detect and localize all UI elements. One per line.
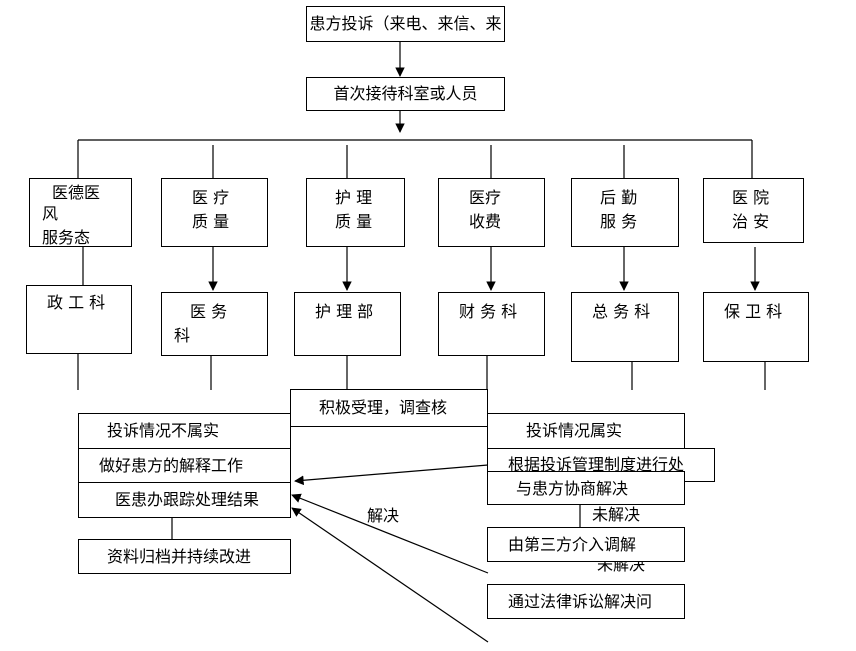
accept-investigate-text: 积极受理，调查核: [319, 398, 448, 417]
third-party-text: 由第三方介入调解: [508, 535, 637, 554]
edge-lawsuit-to-track: [291, 507, 489, 643]
dept-security-box: 医 院 治 安: [703, 178, 804, 243]
office-political-text: 政 工 科: [47, 293, 106, 312]
explain-text: 做好患方的解释工作: [99, 456, 244, 475]
dept-nursing-quality-line1: 护 理: [335, 188, 373, 207]
lawsuit-box: 通过法律诉讼解决问: [487, 584, 685, 619]
dept-logistics-line1: 后 勤: [600, 188, 638, 207]
label-unresolved-1: 未解决: [592, 505, 641, 524]
edge-handle-to-explain: [294, 464, 489, 486]
lawsuit-text: 通过法律诉讼解决问: [508, 592, 653, 611]
office-finance-box: 财 务 科: [438, 292, 545, 356]
true-text: 投诉情况属实: [526, 421, 623, 440]
complaint-source-text: 患方投诉（来电、来信、来: [309, 13, 502, 33]
dept-medical-fees-line1: 医疗: [469, 188, 502, 207]
complaint-source-box: 患方投诉（来电、来信、来: [306, 6, 505, 42]
label-unresolved-2: 未解决: [597, 555, 646, 574]
dept-medical-ethics-box: 医德医 风 服务态: [29, 178, 132, 247]
dept-security-line1: 医 院: [732, 188, 770, 207]
dept-medical-quality-box: 医 疗 质 量: [161, 178, 268, 247]
office-general-affairs-text: 总 务 科: [592, 302, 651, 321]
dept-nursing-quality-line2: 质 量: [335, 212, 373, 231]
dept-nursing-quality-box: 护 理 质 量: [306, 178, 405, 247]
negotiate-box: 与患方协商解决: [487, 471, 685, 505]
not-true-text: 投诉情况不属实: [107, 421, 220, 440]
first-reception-text: 首次接待科室或人员: [333, 83, 478, 103]
dept-medical-ethics-line3: 服务态: [42, 228, 91, 247]
first-reception-box: 首次接待科室或人员: [306, 77, 505, 111]
true-box: 投诉情况属实: [487, 413, 685, 449]
dept-logistics-box: 后 勤 服 务: [571, 178, 679, 247]
office-political-box: 政 工 科: [26, 285, 132, 354]
office-medical-affairs-line2: 科: [174, 326, 191, 345]
office-finance-text: 财 务 科: [459, 302, 518, 321]
dept-medical-ethics-line1: 医德医: [52, 183, 101, 202]
accept-investigate-box: 积极受理，调查核: [290, 389, 488, 427]
negotiate-text: 与患方协商解决: [516, 479, 629, 498]
track-text: 医患办跟踪处理结果: [115, 490, 260, 509]
not-true-box: 投诉情况不属实: [78, 413, 291, 449]
office-nursing-text: 护 理 部: [315, 302, 374, 321]
handle-text: 根据投诉管理制度进行处: [508, 455, 685, 474]
dept-medical-quality-line1: 医 疗: [192, 188, 230, 207]
office-security-box: 保 卫 科: [703, 292, 809, 362]
dept-medical-fees-line2: 收费: [469, 212, 502, 231]
track-box: 医患办跟踪处理结果: [78, 482, 291, 518]
explain-box: 做好患方的解释工作: [78, 448, 291, 483]
dept-medical-fees-box: 医疗 收费: [438, 178, 545, 247]
office-medical-affairs-box: 医 务 科: [161, 292, 268, 356]
label-resolved: 解决: [367, 506, 400, 525]
office-nursing-box: 护 理 部: [294, 292, 401, 356]
office-security-text: 保 卫 科: [724, 302, 783, 321]
archive-text: 资料归档并持续改进: [107, 547, 252, 566]
edge-third-to-track: [291, 493, 489, 574]
archive-box: 资料归档并持续改进: [78, 539, 291, 574]
office-general-affairs-box: 总 务 科: [571, 292, 679, 362]
third-party-box: 由第三方介入调解: [487, 527, 685, 562]
dept-logistics-line2: 服 务: [600, 212, 638, 231]
dept-medical-ethics-line2: 风: [42, 204, 59, 223]
dept-medical-quality-line2: 质 量: [192, 212, 230, 231]
office-medical-affairs-line1: 医 务: [190, 302, 228, 321]
dept-security-line2: 治 安: [732, 212, 770, 231]
